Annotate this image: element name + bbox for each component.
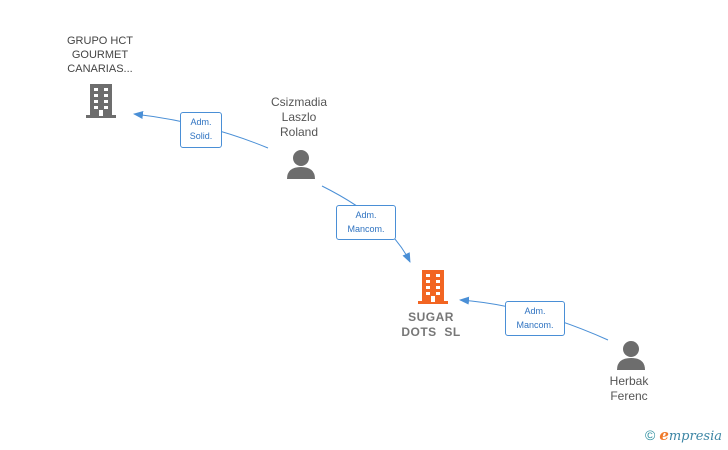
label-line: Roland xyxy=(279,125,319,139)
person-icon[interactable] xyxy=(286,149,316,179)
copyright-icon: © xyxy=(644,427,656,443)
label-line: Laszlo xyxy=(281,110,317,124)
node-csizmadia-label[interactable]: Csizmadia Laszlo Roland xyxy=(249,95,349,140)
edge-label-adm-mancom: Adm. Mancom. xyxy=(336,205,396,240)
empresia-watermark: © empresia xyxy=(645,426,722,444)
node-grupo-hct-label[interactable]: GRUPO HCT GOURMET CANARIAS... xyxy=(50,34,150,76)
edge-label-line: Mancom. xyxy=(347,224,385,234)
edge-label-adm-mancom: Adm. Mancom. xyxy=(505,301,565,336)
label-line: DOTS SL xyxy=(401,325,461,339)
edge-label-line: Mancom. xyxy=(516,320,554,330)
label-line: CANARIAS... xyxy=(67,63,133,75)
edge-label-line: Adm. xyxy=(524,306,546,316)
label-line: Ferenc xyxy=(610,389,648,403)
label-line: GRUPO HCT xyxy=(67,35,133,47)
person-icon[interactable] xyxy=(616,340,646,370)
label-line: SUGAR xyxy=(408,310,454,324)
building-icon[interactable] xyxy=(417,270,449,304)
building-icon[interactable] xyxy=(85,84,117,118)
label-line: GOURMET xyxy=(71,49,129,61)
edge-label-line: Adm. xyxy=(190,117,212,127)
brand-initial: e xyxy=(659,426,669,444)
label-line: Csizmadia xyxy=(270,95,327,109)
brand-rest: mpresia xyxy=(668,429,722,444)
brand-logo: empresia xyxy=(659,426,722,444)
edge-label-adm-solid: Adm. Solid. xyxy=(180,112,222,148)
node-herbak-label[interactable]: Herbak Ferenc xyxy=(594,374,664,404)
edge-label-line: Solid. xyxy=(189,131,213,141)
label-line: Herbak xyxy=(609,374,649,388)
node-sugar-dots-label[interactable]: SUGAR DOTS SL xyxy=(381,310,481,340)
edge-label-line: Adm. xyxy=(355,210,377,220)
